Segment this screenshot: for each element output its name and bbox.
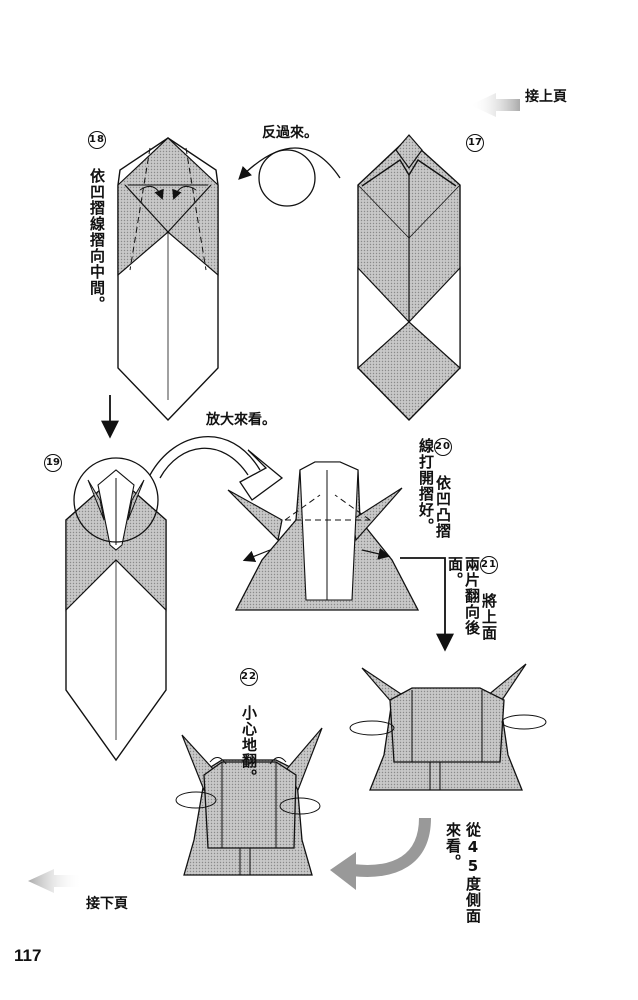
step-19-model [65, 457, 167, 762]
step-22-model [175, 727, 323, 876]
step-17-model [357, 134, 461, 421]
flip-note: 反過來。 [262, 125, 318, 141]
step-18-text: 依凹摺線摺向中間。 [88, 168, 106, 312]
step-22-text: 小心地翻。 [240, 705, 258, 785]
angle-note-col2: 來看。 [444, 822, 462, 870]
step-17-label: 17 [466, 130, 484, 152]
gray-curved-arrow [330, 817, 431, 890]
step-18-instruction: 18 依凹摺線摺向中間。 [88, 131, 106, 312]
zoom-arrow [149, 436, 284, 501]
step-20-text: 依凹凸摺線打開摺好。 [417, 438, 452, 539]
step-21-number: 21 [480, 556, 498, 574]
step-17-number: 17 [466, 134, 484, 152]
step-19-label: 19 [44, 450, 62, 472]
step-21-text: 將上面兩片翻向後面。 [446, 556, 498, 641]
step-19-number: 19 [44, 454, 62, 472]
zoom-note: 放大來看。 [206, 412, 276, 428]
step-22-instruction: 22 小心地翻。 [240, 668, 258, 785]
prev-page-label: 接上頁 [525, 89, 567, 105]
step-21-instruction: 21 將上面兩片翻向後面。 [446, 556, 498, 656]
step-20-instruction: 20 依凹凸摺線打開摺好。 [416, 438, 452, 548]
elbow-arrow [400, 557, 454, 652]
step-18-model [117, 137, 219, 422]
page-number: 117 [14, 946, 42, 965]
next-page-label: 接下頁 [86, 896, 128, 912]
step-20-number: 20 [434, 438, 452, 456]
step-20-model [227, 461, 420, 611]
step-18-number: 18 [88, 131, 106, 149]
angle-note-col1: 從45度側面 [464, 822, 482, 924]
prev-page-arrow [470, 93, 520, 117]
step-21-model [349, 663, 547, 791]
next-page-arrow [28, 869, 82, 893]
step-22-number: 22 [240, 668, 258, 686]
flip-arrow [238, 147, 341, 207]
